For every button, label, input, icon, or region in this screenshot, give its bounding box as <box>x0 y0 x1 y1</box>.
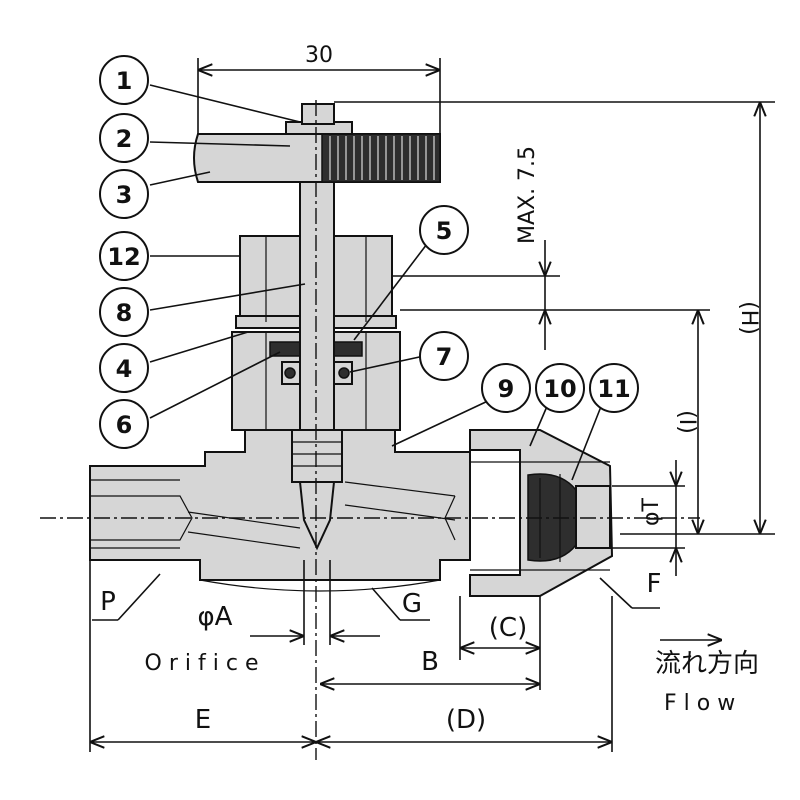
part-bubble-11: 11 <box>589 363 639 413</box>
part-bubble-10: 10 <box>535 363 585 413</box>
svg-text:12: 12 <box>107 243 140 271</box>
dim-30-label: 30 <box>305 43 333 68</box>
label-g: G <box>402 589 422 619</box>
part-bubble-4: 4 <box>99 343 149 393</box>
valve-stem <box>291 139 343 551</box>
svg-text:4: 4 <box>116 355 133 383</box>
part-bubble-9: 9 <box>481 363 531 413</box>
dimensions: 30 (H) (I) MAX. 7.5 φT φA Orifice <box>89 43 775 752</box>
max-stroke-label: MAX. 7.5 <box>515 146 540 244</box>
orifice-label: Orifice <box>145 651 266 676</box>
phi-t-label: φT <box>639 497 664 526</box>
svg-text:10: 10 <box>543 375 576 403</box>
svg-text:3: 3 <box>116 181 133 209</box>
label-f: F <box>647 569 662 599</box>
dim-c-label: (C) <box>489 613 527 643</box>
flow-direction-jp: 流れ方向 <box>655 649 759 679</box>
outlet-fitting <box>469 429 614 597</box>
dim-h-label: (H) <box>736 301 761 335</box>
part-bubble-6: 6 <box>99 399 149 449</box>
svg-text:1: 1 <box>116 67 133 95</box>
flow-direction: 流れ方向 Flow <box>655 640 759 716</box>
svg-text:9: 9 <box>498 375 515 403</box>
part-bubble-5: 5 <box>419 205 469 255</box>
handle-knob <box>193 103 441 183</box>
part-bubble-7: 7 <box>419 331 469 381</box>
svg-text:5: 5 <box>436 217 453 245</box>
flow-direction-en: Flow <box>664 691 742 716</box>
svg-text:11: 11 <box>597 375 630 403</box>
dim-i-label: (I) <box>674 410 699 434</box>
valve-body <box>89 429 471 592</box>
part-callouts: 1 2 3 12 8 4 6 5 7 9 10 11 <box>99 55 639 481</box>
phi-a-label: φA <box>198 602 233 632</box>
part-bubble-12: 12 <box>99 231 149 281</box>
svg-text:6: 6 <box>116 411 133 439</box>
part-bubble-1: 1 <box>99 55 149 105</box>
dim-b-label: B <box>421 647 439 677</box>
svg-text:2: 2 <box>116 125 133 153</box>
dim-e-label: E <box>195 705 211 735</box>
dim-d-label: (D) <box>446 705 486 735</box>
part-bubble-8: 8 <box>99 287 149 337</box>
label-p: P <box>100 587 116 617</box>
svg-text:8: 8 <box>116 299 133 327</box>
part-bubble-3: 3 <box>99 169 149 219</box>
svg-text:7: 7 <box>436 343 453 371</box>
center-lines <box>40 100 700 760</box>
part-bubble-2: 2 <box>99 113 149 163</box>
